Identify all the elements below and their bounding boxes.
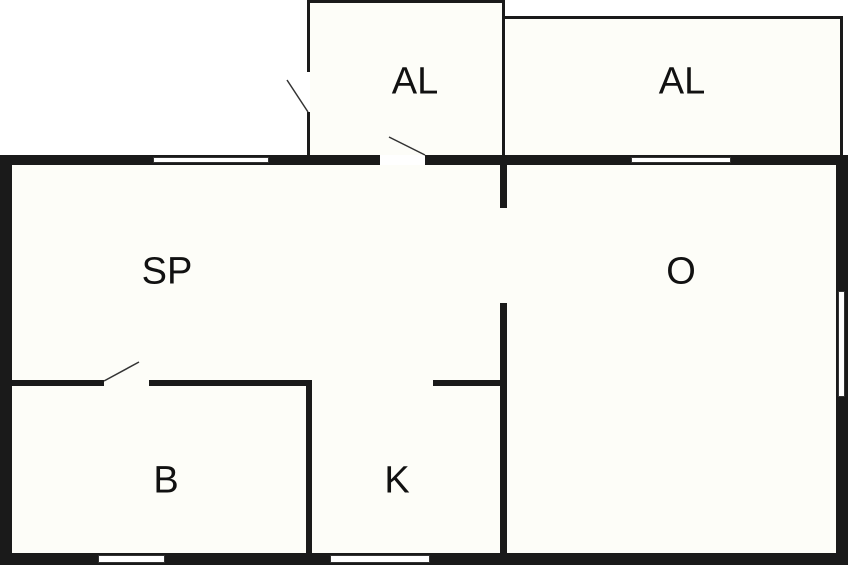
balcony-1-floor bbox=[310, 3, 502, 155]
door-swing-balcony-outer bbox=[286, 79, 309, 113]
wall-b-k bbox=[306, 380, 312, 553]
balcony-1-left-wall-upper bbox=[307, 0, 310, 72]
wall-b-top-left bbox=[12, 380, 104, 386]
apartment-floor bbox=[12, 165, 836, 553]
wall-sp-o-upper bbox=[500, 165, 507, 208]
room-label-o: O bbox=[666, 250, 696, 293]
window-sp-top bbox=[153, 157, 269, 163]
balcony-1-top-wall bbox=[308, 0, 505, 3]
window-b-bottom bbox=[98, 555, 165, 563]
room-label-balcony-1: AL bbox=[391, 60, 439, 103]
window-k-bottom bbox=[330, 555, 430, 563]
wall-b-top-right bbox=[149, 380, 312, 386]
balcony-2-right-wall bbox=[840, 16, 843, 157]
room-label-living: SP bbox=[141, 250, 193, 293]
balcony-2-floor bbox=[506, 19, 840, 155]
window-o-top bbox=[631, 157, 731, 163]
balcony-divider bbox=[502, 0, 505, 157]
room-label-kitchen: K bbox=[384, 459, 410, 502]
wall-sp-o-lower bbox=[500, 303, 507, 553]
balcony-2-top-wall bbox=[502, 16, 843, 19]
room-label-bathroom: B bbox=[153, 459, 179, 502]
room-label-balcony-2: AL bbox=[658, 60, 706, 103]
door-swing-balcony-inner bbox=[388, 136, 426, 156]
window-o-right bbox=[838, 291, 845, 397]
balcony-1-left-wall-lower bbox=[307, 112, 310, 157]
left-wall bbox=[0, 155, 12, 565]
wall-k-stub bbox=[433, 380, 503, 386]
door-swing-bathroom bbox=[103, 361, 140, 382]
